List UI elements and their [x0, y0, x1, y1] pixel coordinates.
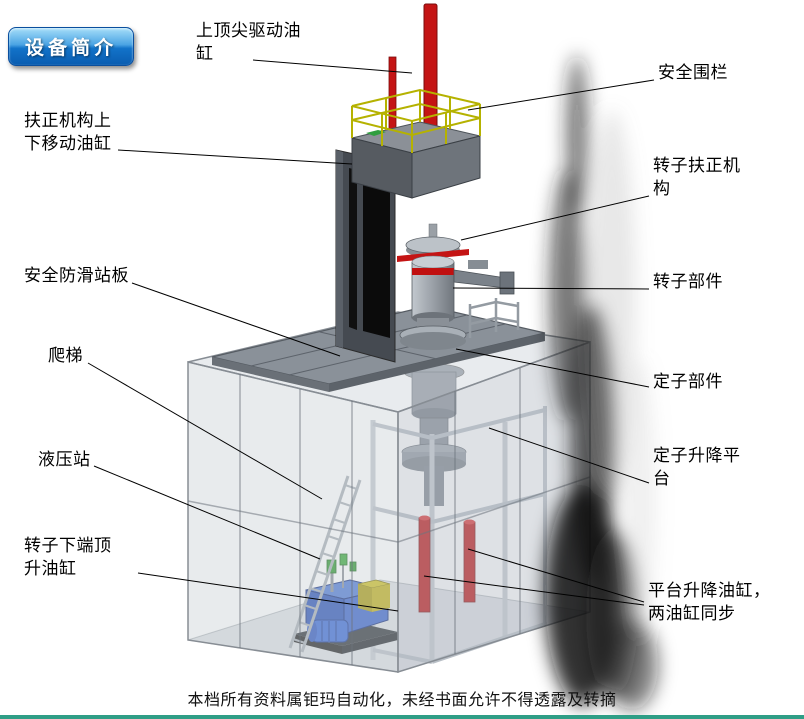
label-stator-part: 定子部件: [653, 372, 723, 392]
label-centering-move-cylinder: 扶正机构上下移动油缸: [24, 111, 112, 155]
label-hydraulic-station: 液压站: [38, 450, 91, 470]
label-rotor-centering-mechanism: 转子扶正机构: [653, 156, 741, 200]
hydraulic-station-graphic: [294, 553, 398, 654]
footer-disclaimer: 本档所有资料属钜玛自动化，未经书面允许不得透露及转摘: [187, 690, 617, 709]
label-rotor-part: 转子部件: [653, 272, 723, 292]
rotor-assembly: [397, 223, 515, 350]
bottom-accent-line: [0, 715, 804, 719]
platform-lift-cylinders-graphic: [418, 515, 476, 613]
label-rotor-bottom-jack-cylinder: 转子下端顶升油缸: [24, 536, 112, 580]
shadow-smudge: [545, 55, 658, 710]
press-column: [335, 3, 481, 363]
leader-lines: [87, 59, 655, 612]
label-anti-slip-platform: 安全防滑站板: [24, 266, 129, 286]
title-badge: 设备简介: [8, 27, 134, 66]
label-platform-lift-cylinders: 平台升降油缸，两油缸同步: [648, 581, 771, 625]
label-safety-fence: 安全围栏: [658, 63, 728, 83]
safety-fence-graphic: [351, 88, 481, 153]
label-top-drive-cylinder: 上顶尖驱动油缸: [196, 21, 301, 65]
label-stator-lift-platform: 定子升降平台: [653, 446, 741, 490]
label-ladder: 爬梯: [48, 346, 83, 366]
